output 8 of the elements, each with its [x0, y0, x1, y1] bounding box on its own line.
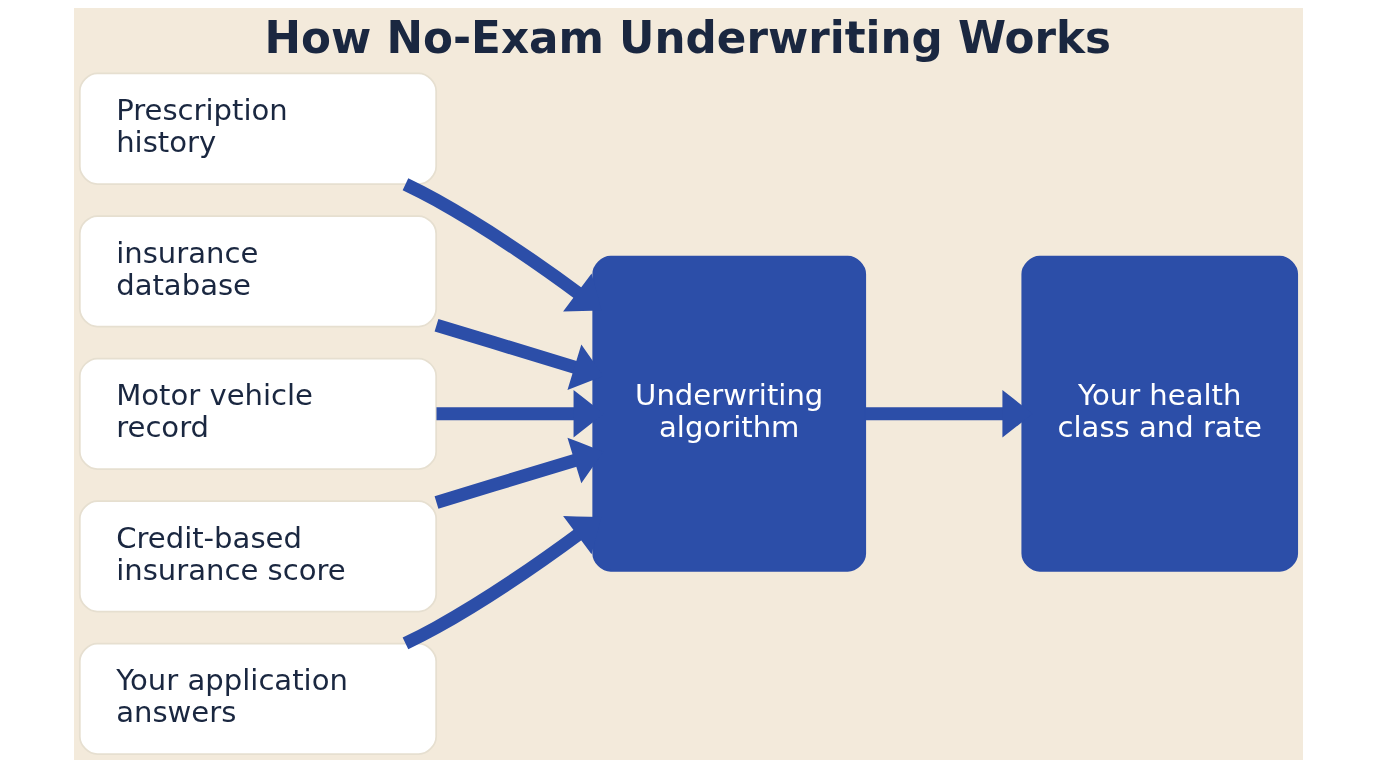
node-box: Underwriting algorithm	[591, 255, 866, 572]
diagram-title: How No-Exam Underwriting Works	[264, 13, 1111, 64]
node-box: Your health class and rate	[1020, 255, 1298, 572]
node-box: Credit-based insurance score	[78, 500, 437, 613]
node-box: Prescription history	[78, 72, 437, 185]
node-box: Your application answers	[78, 642, 437, 756]
node-box: Motor vehicle record	[78, 357, 437, 470]
node-box: insurance database	[78, 215, 437, 328]
